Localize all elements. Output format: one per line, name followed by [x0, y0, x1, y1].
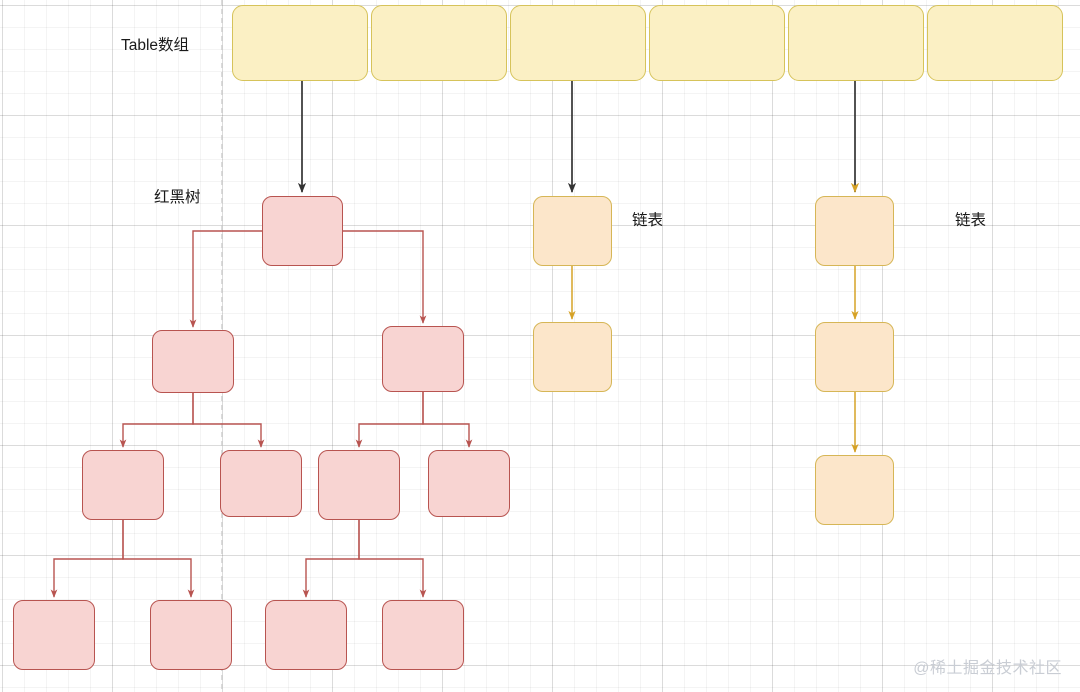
table-cell-5[interactable] [927, 5, 1063, 81]
label-red-black-tree: 红黑树 [154, 189, 201, 206]
rbt-node-6[interactable] [428, 450, 510, 517]
edge-rbt-n2-to-n6 [422, 392, 473, 448]
llr-node-1[interactable] [815, 322, 894, 392]
rbt-node-3[interactable] [82, 450, 164, 520]
rbt-node-9[interactable] [265, 600, 347, 670]
llm-node-0[interactable] [533, 196, 612, 266]
rbt-node-4[interactable] [220, 450, 302, 517]
rbt-node-8[interactable] [150, 600, 232, 670]
rbt-node-10[interactable] [382, 600, 464, 670]
rbt-node-2[interactable] [382, 326, 464, 392]
table-cell-4[interactable] [788, 5, 924, 81]
edge-rbt-n3-to-n7 [50, 520, 124, 598]
llr-node-2[interactable] [815, 455, 894, 525]
llm-node-1[interactable] [533, 322, 612, 392]
label-linked-list-middle: 链表 [632, 212, 664, 229]
table-cell-0[interactable] [232, 5, 368, 81]
rbt-node-1[interactable] [152, 330, 234, 393]
table-cell-3[interactable] [649, 5, 785, 81]
edge-rbt-root-to-n2 [343, 230, 427, 324]
llr-node-0[interactable] [815, 196, 894, 266]
rbt-node-root[interactable] [262, 196, 343, 266]
edge-rbt-n2-to-n5 [355, 392, 424, 448]
edge-rbt-n1-to-n3 [119, 393, 194, 448]
rbt-node-5[interactable] [318, 450, 400, 520]
table-cell-1[interactable] [371, 5, 507, 81]
table-cell-2[interactable] [510, 5, 646, 81]
rbt-node-7[interactable] [13, 600, 95, 670]
label-table-array: Table数组 [121, 37, 190, 54]
edge-rbt-n1-to-n4 [192, 393, 265, 448]
edge-rbt-root-to-n1 [189, 230, 262, 328]
watermark: @稀土掘金技术社区 [913, 660, 1062, 677]
edge-rbt-n5-to-n10 [358, 520, 427, 598]
edge-rbt-n3-to-n8 [122, 520, 195, 598]
label-linked-list-right: 链表 [955, 212, 987, 229]
edge-rbt-n5-to-n9 [302, 520, 360, 598]
